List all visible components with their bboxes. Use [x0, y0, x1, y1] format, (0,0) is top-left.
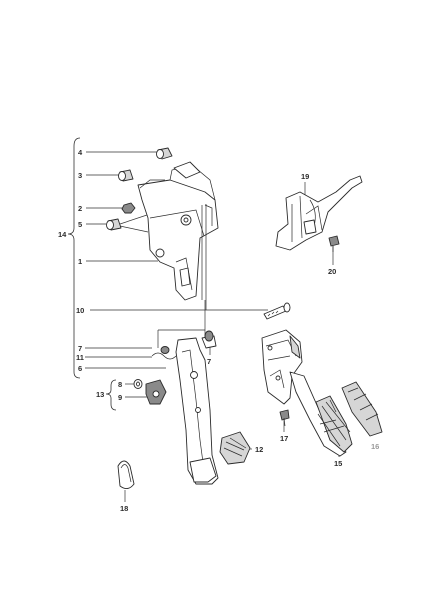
callout-17: 17: [280, 434, 288, 443]
bushing-4: [156, 147, 173, 160]
callout-11: 11: [76, 353, 84, 362]
callout-6: 6: [78, 364, 82, 373]
clip-7-left: [160, 346, 170, 354]
bolt-20: [328, 235, 340, 252]
callout-1: 1: [78, 257, 82, 266]
clip-7-right: [204, 330, 214, 342]
callout-7b: 7: [207, 357, 211, 366]
callout-7a: 7: [78, 344, 82, 353]
callout-4: 4: [78, 148, 83, 157]
callout-14: 14: [58, 230, 67, 239]
callout-19: 19: [301, 172, 309, 181]
callout-18: 18: [120, 504, 128, 513]
group-bracket-13: [105, 379, 117, 411]
bushing-3: [118, 169, 134, 182]
callout-3: 3: [78, 171, 82, 180]
bolt-10: [263, 302, 291, 320]
callout-9: 9: [118, 393, 122, 402]
callout-labels: 1 2 3 4 5 6 7 7 8 9 10 11 12 13 14 15 16…: [58, 148, 379, 513]
accelerator-pedal-15: [261, 329, 353, 457]
pedal-pad-12: [219, 431, 251, 465]
group-bracket-14: [67, 137, 81, 379]
callout-12: 12: [255, 445, 263, 454]
bushing-5: [106, 218, 122, 231]
callout-20: 20: [328, 267, 336, 276]
callout-8: 8: [118, 380, 122, 389]
pedal-arm-6: [175, 335, 219, 485]
spring-11: [151, 352, 177, 360]
callout-15: 15: [334, 459, 342, 468]
callout-10: 10: [76, 306, 84, 315]
callout-13: 13: [96, 390, 104, 399]
pedal-bracket-1: [137, 161, 219, 310]
pad-18: [117, 460, 135, 489]
screw-17: [279, 409, 290, 427]
callout-16: 16: [371, 442, 379, 451]
switch-9: [145, 379, 167, 405]
callout-2: 2: [78, 204, 82, 213]
nut-2: [121, 202, 136, 214]
washer-8: [133, 379, 143, 389]
pad-16: [341, 381, 383, 437]
callout-5: 5: [78, 220, 82, 229]
bracket-19: [275, 175, 363, 251]
